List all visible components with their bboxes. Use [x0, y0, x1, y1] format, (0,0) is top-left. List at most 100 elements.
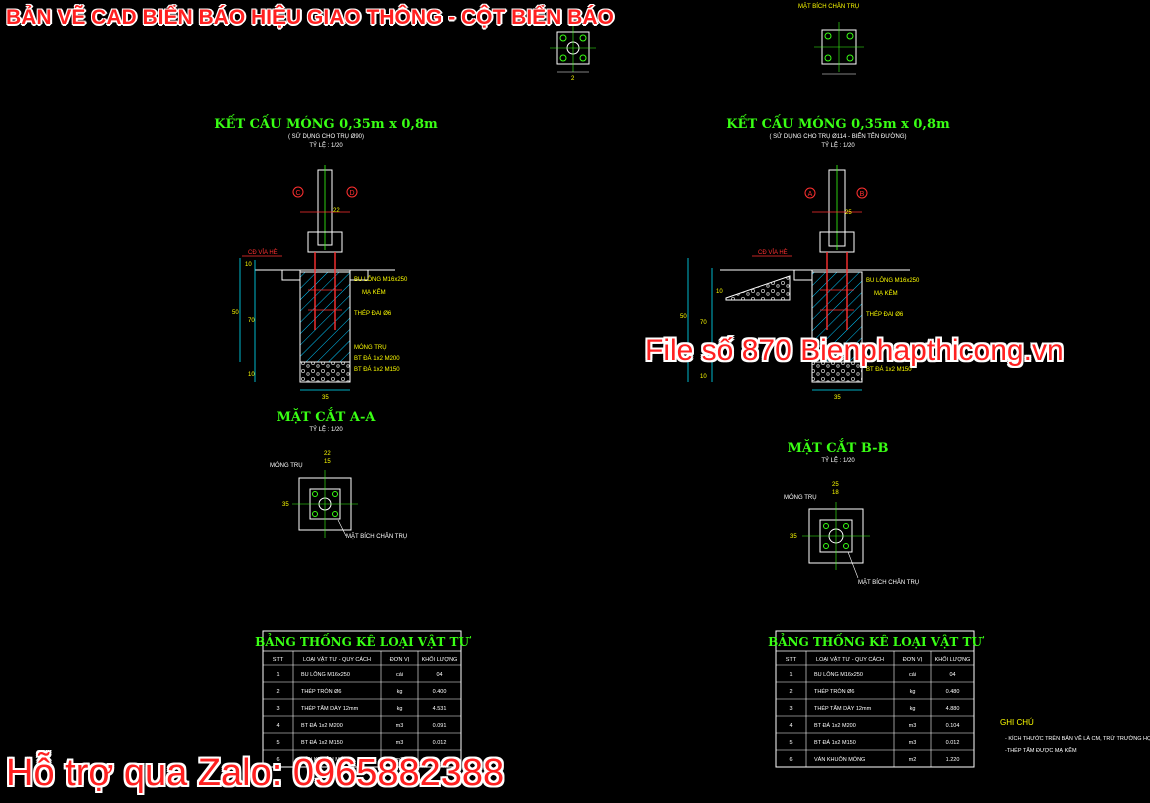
- table-cell: 4: [276, 723, 279, 729]
- table-title: BẢNG THỐNG KÊ LOẠI VẬT TƯ: [255, 632, 471, 649]
- left-subtitle: ( SỬ DỤNG CHO TRỤ Ø90): [288, 133, 364, 140]
- right-scale: TỶ LỆ : 1/20: [821, 141, 855, 149]
- table-cell: VÁN KHUÔN MÓNG: [814, 756, 865, 763]
- notes-line-1: -THÉP TẤM ĐƯỢC MẠ KẼM: [1005, 747, 1077, 754]
- right-dim-d4: 10: [700, 374, 707, 380]
- table-cell: 4.531: [433, 706, 447, 712]
- section-b-dim-0: 25: [832, 482, 839, 488]
- top-flange-dim: 2: [571, 76, 575, 82]
- notes-title: GHI CHÚ: [1000, 718, 1034, 727]
- left-label-m200: BT ĐÁ 1x2 M200: [354, 355, 400, 362]
- right-callouts: BU LÔNG M16x250 MẠ KẼM THÉP ĐAI Ø6 BT ĐÁ…: [866, 277, 920, 373]
- table-cell: BT ĐÁ 1x2 M150: [814, 739, 856, 746]
- left-grade-label: CĐ VỈA HÈ: [248, 249, 278, 256]
- table-cell: kg: [910, 706, 916, 712]
- table-cell: 3: [789, 706, 792, 712]
- right-label-bolt: BU LÔNG M16x250: [866, 277, 920, 284]
- table-cell: cái: [396, 672, 403, 678]
- section-b-dim-1: 18: [832, 490, 839, 496]
- section-b-b: MẶT CẮT B-B TỶ LỆ : 1/20 25 18 MÓNG TRỤ …: [784, 438, 919, 586]
- table-cell: 0.400: [433, 689, 447, 695]
- left-dim-top: 22: [333, 208, 340, 214]
- watermark-file-tag: File số 870 Bienphapthicong.vn: [645, 334, 1064, 367]
- right-dim-d2: 50: [680, 314, 687, 320]
- right-subtitle: ( SỬ DỤNG CHO TRỤ Ø114 - BIỂN TÊN ĐƯỜNG): [769, 132, 906, 140]
- table-cell: m2: [396, 757, 404, 763]
- right-label-stirrup: THÉP ĐAI Ø6: [866, 311, 904, 318]
- table-cell: THÉP TẤM DÀY 12mm: [814, 705, 872, 712]
- section-a-scale: TỶ LỆ : 1/20: [309, 425, 343, 433]
- left-scale: TỶ LỆ : 1/20: [309, 141, 343, 149]
- table-cell: 3: [276, 706, 279, 712]
- notes-line-0: - KÍCH THƯỚC TRÊN BẢN VẼ LÀ CM, TRỪ TRƯỜ…: [1005, 734, 1150, 742]
- table-cell: m3: [396, 740, 404, 746]
- table-cell: m2: [909, 757, 917, 763]
- table-header-cell: LOẠI VẬT TƯ - QUY CÁCH: [816, 656, 884, 663]
- section-a-dim-1: 15: [324, 459, 331, 465]
- left-dim-bottom: 35: [322, 395, 329, 401]
- table-cell: 0.480: [946, 689, 960, 695]
- left-callouts: BU LÔNG M16x250 MẠ KẼM THÉP ĐAI Ø6 MÓNG …: [354, 276, 408, 373]
- left-dim-d3: 70: [248, 318, 255, 324]
- table-cell: THÉP TRÒN Ø6: [301, 688, 341, 695]
- left-label-bolt: BU LÔNG M16x250: [354, 276, 408, 283]
- table-header-cell: ĐƠN VỊ: [390, 657, 410, 663]
- table-cell: kg: [397, 689, 403, 695]
- left-marker-c: C: [295, 190, 300, 197]
- right-dim-d1: 10: [716, 289, 723, 295]
- right-marker-b: B: [860, 191, 865, 198]
- section-a-dim-0: 22: [324, 451, 331, 457]
- right-label-m150: BT ĐÁ 1x2 M150: [866, 366, 912, 373]
- right-dim-top: 25: [845, 210, 852, 216]
- table-cell: 6: [276, 757, 279, 763]
- left-marker-d: D: [349, 190, 354, 197]
- left-label-footing: MÓNG TRỤ: [354, 344, 387, 351]
- table-cell: m3: [909, 723, 917, 729]
- section-b-label-bottom: MẶT BÍCH CHÂN TRỤ: [858, 579, 919, 586]
- section-b-label-top: MÓNG TRỤ: [784, 494, 817, 501]
- section-b-scale: TỶ LỆ : 1/20: [821, 456, 855, 464]
- flange-detail-top-left: 2: [550, 26, 596, 82]
- table-row: 2 THÉP TRÒN Ø6 kg 0.400: [276, 688, 446, 695]
- left-title: KẾT CẤU MÓNG 0,35m x 0,8m: [214, 114, 438, 132]
- table-cell: BU LÔNG M16x250: [301, 671, 350, 678]
- left-dim-d1: 10: [245, 262, 252, 268]
- table-header-cell: STT: [273, 657, 284, 663]
- section-a-dim-2: 35: [282, 502, 289, 508]
- watermark-title: BẢN VẼ CAD BIỂN BÁO HIỆU GIAO THÔNG - CỘ…: [6, 6, 614, 29]
- table-cell: BT ĐÁ 1x2 M150: [301, 739, 343, 746]
- left-dim-d4: 10: [248, 372, 255, 378]
- table-cell: 2: [276, 689, 279, 695]
- table-header-cell: LOẠI VẬT TƯ - QUY CÁCH: [303, 656, 371, 663]
- table-cell: 5: [276, 740, 279, 746]
- table-cell: THÉP TẤM DÀY 12mm: [301, 705, 359, 712]
- left-foundation-section: KẾT CẤU MÓNG 0,35m x 0,8m ( SỬ DỤNG CHO …: [214, 114, 438, 401]
- table-cell: 5: [789, 740, 792, 746]
- right-dim-bottom: 35: [834, 395, 841, 401]
- table-cell: 6: [789, 757, 792, 763]
- table-cell: BT ĐÁ 1x2 M200: [301, 722, 343, 729]
- table-cell: 0.012: [433, 740, 447, 746]
- section-a-label-bottom: MẶT BÍCH CHÂN TRỤ: [346, 533, 407, 540]
- section-a-title: MẶT CẮT A-A: [277, 407, 377, 425]
- table-header-cell: ĐƠN VỊ: [903, 657, 923, 663]
- table-row: 5 BT ĐÁ 1x2 M150 m3 0.012: [276, 739, 446, 746]
- table-cell: 4: [789, 723, 792, 729]
- table-header-cell: STT: [786, 657, 797, 663]
- table-row: 3 THÉP TẤM DÀY 12mm kg 4.880: [789, 705, 959, 712]
- section-b-dim-2: 35: [790, 534, 797, 540]
- table-cell: 4.880: [946, 706, 960, 712]
- table-cell: 04: [949, 672, 955, 678]
- table-header-cell: KHỐI LƯỢNG: [422, 656, 458, 663]
- right-foundation-section: KẾT CẤU MÓNG 0,35m x 0,8m ( SỬ DỤNG CHO …: [680, 114, 950, 401]
- right-label-galv: MẠ KẼM: [874, 290, 898, 297]
